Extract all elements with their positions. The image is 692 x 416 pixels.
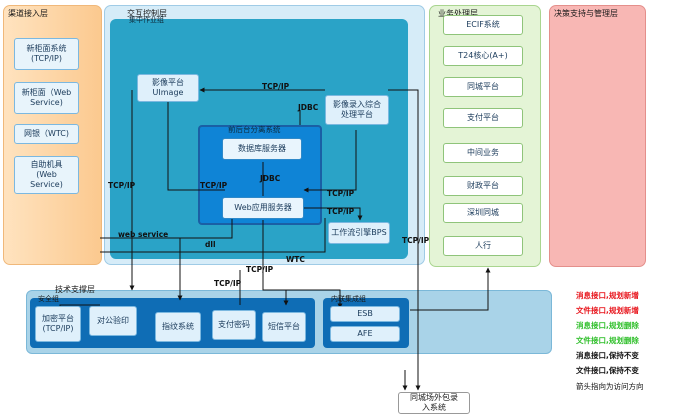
edge-label-tcp4: TCP/IP	[327, 207, 355, 216]
edge-label-wtc: WTC	[286, 255, 305, 264]
decision-layer-panel: 决策支持与管理层	[549, 5, 646, 267]
legend-item-file-add: 文件接口,规划新增	[576, 306, 639, 315]
security-fingerprint: 指纹系统	[155, 312, 201, 342]
security-corporate-seal: 对公验印	[89, 306, 137, 336]
edge-image-down	[167, 100, 225, 191]
channel-layer-title: 渠道接入层	[8, 9, 48, 18]
separation-system-title: 前后台分离系统	[228, 125, 281, 134]
edge-label-jdbc2: JDBC	[260, 174, 281, 183]
edge-to-esb	[262, 220, 343, 309]
edge-web-bps	[304, 207, 363, 221]
integration-afe: AFE	[330, 326, 400, 342]
edge-to-web	[303, 130, 357, 193]
edge-label-tcp-right: TCP/IP	[402, 236, 430, 245]
legend-item-msg-del: 消息接口,规划删除	[576, 321, 639, 330]
legend-note: 箭头指向为访问方向	[576, 382, 644, 391]
edge-label-web-service: web service	[118, 230, 169, 239]
channel-new-counter-web: 新柜面（Web Service)	[14, 82, 79, 114]
support-layer-title: 技术支撑层	[55, 285, 95, 294]
business-ecif: ECIF系统	[443, 15, 523, 35]
edge-esb-right	[410, 267, 491, 311]
edge-label-tcp1: TCP/IP	[262, 82, 290, 91]
workflow-engine-node: 工作流引擎BPS	[328, 222, 390, 244]
edge-label-tcp-left: TCP/IP	[108, 181, 136, 190]
business-same-city: 同城平台	[443, 77, 523, 97]
image-platform-node: 影像平台 UImage	[137, 74, 199, 102]
channel-self-service: 自助机具 (Web Service)	[14, 156, 79, 194]
channel-ebank-wtc: 网银（WTC)	[14, 124, 79, 144]
edge-entry-right	[388, 89, 419, 248]
edge-label-tcp6: TCP/IP	[214, 279, 242, 288]
security-encryption: 加密平台 (TCP/IP)	[35, 306, 81, 342]
edge-wtc	[100, 218, 326, 253]
business-intermediary: 中间业务	[443, 143, 523, 163]
legend-item-file-keep: 文件接口,保持不变	[576, 366, 639, 375]
business-t24: T24核心(A+)	[443, 46, 523, 66]
edge-label-dll: dll	[205, 240, 216, 249]
business-payment: 支付平台	[443, 108, 523, 128]
web-app-server-node: Web应用服务器	[222, 197, 304, 219]
edge-label-tcp5: TCP/IP	[246, 265, 274, 274]
external-entry-system: 同城场外包录 入系统	[398, 392, 470, 414]
business-pboc: 人行	[443, 236, 523, 256]
edge-label-tcp3: TCP/IP	[327, 189, 355, 198]
image-entry-node: 影像录入综合 处理平台	[325, 95, 389, 125]
business-layer-title: 业务处理层	[438, 9, 478, 18]
legend-item-msg-add: 消息接口,规划新增	[576, 291, 639, 300]
business-finance: 财政平台	[443, 176, 523, 196]
interaction-layer-title: 交互控制层	[127, 9, 167, 18]
security-sms: 短信平台	[262, 312, 306, 342]
legend-item-file-del: 文件接口,规划删除	[576, 336, 639, 345]
channel-new-counter-tcp: 新柜面系统 (TCP/IP)	[14, 38, 79, 70]
central-operations-title: 集中作业组	[129, 16, 164, 24]
edge-label-jdbc1: JDBC	[298, 103, 319, 112]
db-server-node: 数据库服务器	[222, 138, 302, 160]
integration-esb: ESB	[330, 306, 400, 322]
integration-group-title: 内联集成组	[331, 295, 366, 303]
security-group-title: 安全组	[38, 295, 59, 303]
legend-item-msg-keep: 消息接口,保持不变	[576, 351, 639, 360]
legend: 消息接口,规划新增 文件接口,规划新增 消息接口,规划删除 文件接口,规划删除 …	[570, 288, 688, 398]
business-shenzhen: 深圳同城	[443, 203, 523, 223]
security-payment-password: 支付密码	[212, 310, 256, 340]
edge-label-tcp2: TCP/IP	[200, 181, 228, 190]
decision-layer-title: 决策支持与管理层	[554, 9, 618, 18]
